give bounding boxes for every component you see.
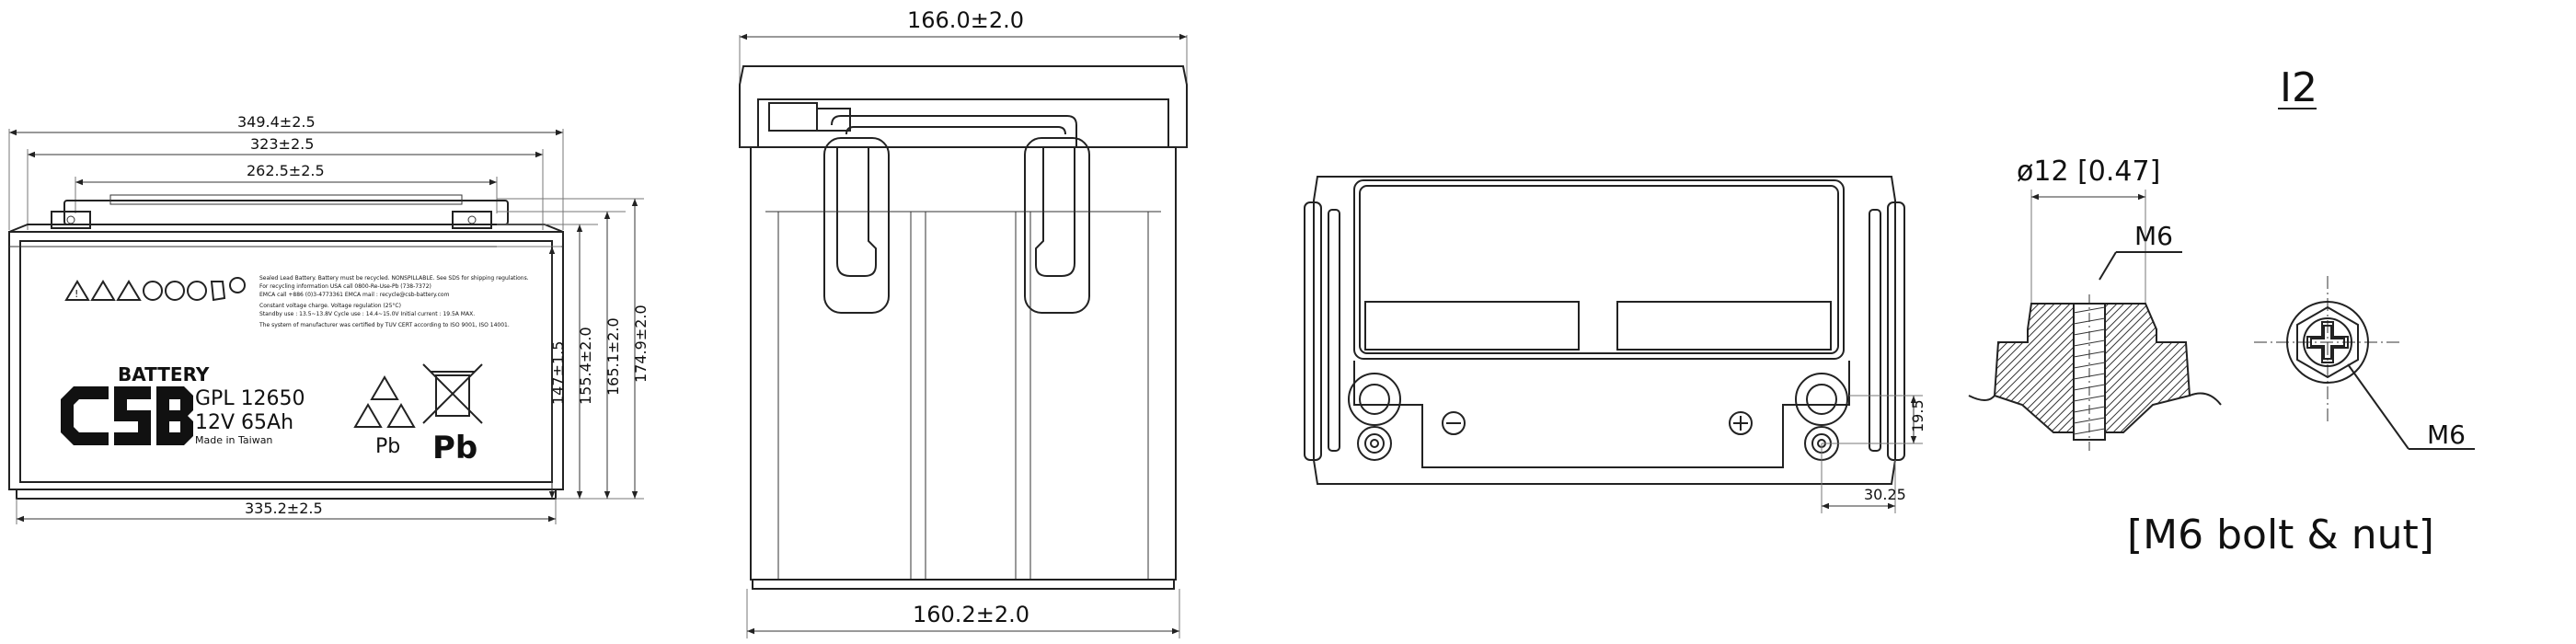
dim-terminal-offset-x: 30.25 [1864,486,1906,503]
dim-height-4: 174.9±2.0 [632,305,650,383]
label-fine-print: Sealed Lead Battery. Battery must be rec… [259,275,529,328]
warning-icons-row: ! [64,277,246,302]
front-dim-base-length: 335.2±2.5 [16,499,557,524]
fine-print-line-4: Constant voltage charge. Voltage regulat… [259,303,401,309]
label-pb-large: Pb [432,430,477,466]
detail-bolt-label: M6 [2427,420,2466,450]
label-brand-small: BATTERY [118,363,210,385]
detail-diameter: ø12 [0.47] [2017,155,2160,188]
dim-base-length: 335.2±2.5 [245,500,323,517]
plus-mark-icon [1729,411,1753,435]
fine-print-line-6: The system of manufacturer was certified… [259,322,510,328]
dim-height-3: 165.1±2.0 [604,317,622,396]
label-pb-small: Pb [375,435,400,458]
label-rating: 12V 65Ah [195,411,293,434]
dim-height-1: 147±1.5 [549,341,567,405]
front-dim-overall-length: 349.4±2.5 [8,113,564,230]
warning-triangle-icon [64,280,90,301]
label-origin: Made in Taiwan [195,434,272,446]
dim-inner-length: 323±2.5 [250,135,314,153]
side-lid [739,65,1188,148]
dim-overall-length: 349.4±2.5 [237,113,316,131]
side-handle [831,115,1077,147]
ul-recognized-icon [210,281,226,302]
front-battery-body [8,194,564,500]
terminal-detail: I2 ø12 [0.47] M6 M6 [M6 bolt & nut [1968,64,2475,558]
top-view: 19.5 30.25 [1304,176,1926,513]
negative-terminal [1348,373,1401,461]
dim-height-2: 155.4±2.0 [577,327,594,405]
dim-terminal-offset-y: 19.5 [1909,399,1926,432]
recycle-icon [353,375,416,428]
bolt-head-top-view [2254,276,2401,423]
dim-top-length: 262.5±2.5 [247,162,325,179]
rohs-mark-icon [229,277,246,293]
label-model: GPL 12650 [195,387,305,410]
front-label: ! Sealed Lead Battery. Battery must be r… [61,275,529,466]
top-outline [1313,176,1896,485]
detail-caption: [M6 bolt & nut] [2127,512,2434,558]
csb-logo [61,386,193,445]
acid-warning-icon [90,280,116,301]
explosion-warning-icon [116,280,142,301]
front-view: 349.4±2.5 323±2.5 262.5±2.5 [8,113,650,524]
positive-terminal [1795,373,1848,461]
dim-top-width: 166.0±2.0 [907,7,1024,33]
dim-bottom-width: 160.2±2.0 [913,602,1029,627]
read-manual-icon [187,281,207,301]
minus-mark-icon [1442,411,1466,435]
side-view: 166.0±2.0 160.2±2.0 [739,7,1188,638]
no-flame-icon [165,281,185,301]
eye-protection-icon [143,281,163,301]
detail-title: I2 [2280,64,2317,111]
crossed-bin-icon [422,363,483,424]
fine-print-line-1: Sealed Lead Battery. Battery must be rec… [259,275,529,282]
front-height-dims: 147±1.5 155.4±2.0 165.1±2.0 174.9±2.0 [497,198,650,500]
fine-print-line-3: EMCA call +886 (0)3-4773361 EMCA mail : … [259,292,450,298]
front-dim-top-length: 262.5±2.5 [75,162,498,213]
svg-text:!: ! [75,288,78,300]
detail-thread-label: M6 [2134,221,2173,251]
fine-print-line-2: For recycling information USA call 0800-… [259,283,431,290]
fine-print-line-5: Standby use : 13.5~13.8V Cycle use : 14.… [259,311,475,317]
front-dim-inner-length: 323±2.5 [27,135,544,230]
